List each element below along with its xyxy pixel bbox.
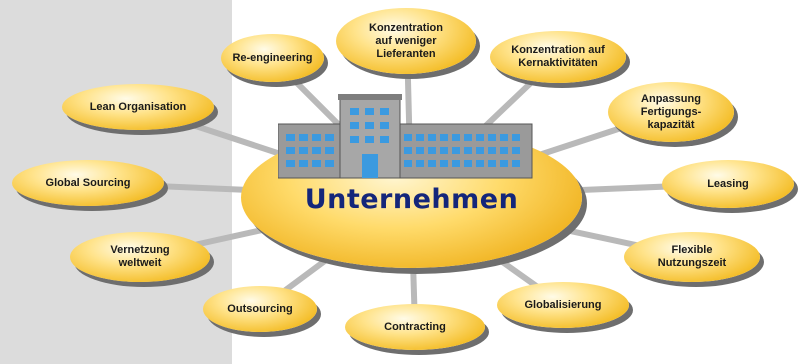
node-anpassung-fertigungskapazitaet: Anpassung Fertigungs- kapazität xyxy=(608,82,734,142)
node-globalisierung: Globalisierung xyxy=(497,282,629,328)
node-label: Lean Organisation xyxy=(89,100,187,113)
node-label: Outsourcing xyxy=(227,302,293,315)
node-konzentration-lieferanten: Konzentration auf weniger Lieferanten xyxy=(336,8,476,74)
node-label: Konzentration auf Kernaktivitäten xyxy=(511,44,605,69)
node-label: Contracting xyxy=(384,320,446,333)
node-leasing: Leasing xyxy=(662,160,794,208)
node-label: Konzentration auf weniger Lieferanten xyxy=(369,21,443,60)
building-icon xyxy=(278,94,533,179)
node-outsourcing: Outsourcing xyxy=(203,286,317,332)
node-label: Flexible Nutzungszeit xyxy=(657,244,727,269)
center-label: Unternehmen xyxy=(304,184,519,215)
node-label: Anpassung Fertigungs- kapazität xyxy=(640,92,702,131)
node-re-engineering: Re-engineering xyxy=(221,34,324,82)
node-flexible-nutzungszeit: Flexible Nutzungszeit xyxy=(624,232,760,282)
node-contracting: Contracting xyxy=(345,304,485,350)
node-label: Global Sourcing xyxy=(45,176,131,189)
node-label: Leasing xyxy=(707,177,749,190)
node-konzentration-kernaktivitaeten: Konzentration auf Kernaktivitäten xyxy=(490,31,626,83)
node-global-sourcing: Global Sourcing xyxy=(12,160,164,206)
node-label: Re-engineering xyxy=(232,51,313,64)
node-label: Globalisierung xyxy=(524,298,602,311)
node-vernetzung-weltweit: Vernetzung weltweit xyxy=(70,232,210,282)
node-lean-organisation: Lean Organisation xyxy=(62,84,214,130)
node-label: Vernetzung weltweit xyxy=(110,244,170,269)
